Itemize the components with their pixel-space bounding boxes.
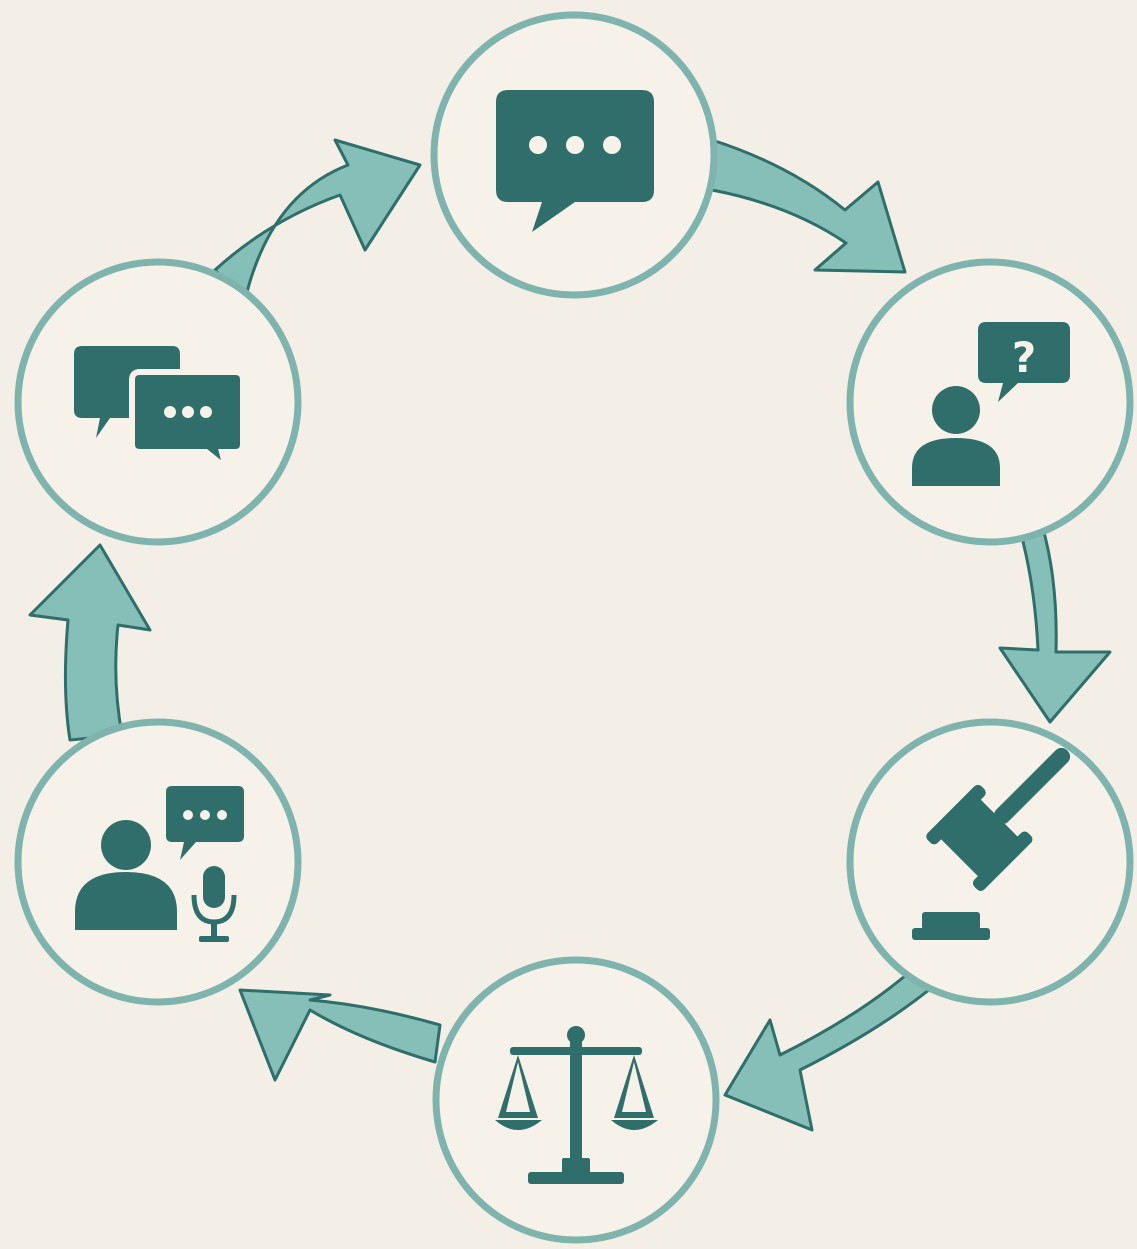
person-question-icon: ? [912, 322, 1070, 486]
person-microphone-icon [75, 786, 244, 942]
arrow-lower-right-to-bottom [723, 968, 937, 1132]
arrow-upper-left-to-top [213, 138, 422, 302]
question-mark-glyph: ? [1012, 333, 1036, 382]
arrow-lower-left-to-upper-left [28, 543, 152, 742]
arrow-top-to-upper-right [710, 138, 907, 274]
arrow-bottom-to-lower-left [238, 988, 442, 1082]
scales-icon [495, 1026, 658, 1184]
node-lower-left [14, 718, 302, 1006]
node-upper-right [846, 258, 1134, 546]
speech-bubble-icon [496, 90, 654, 232]
conversation-bubbles-icon [74, 346, 246, 476]
arrow-upper-right-to-lower-right [998, 523, 1112, 724]
gavel-icon [912, 747, 1071, 940]
